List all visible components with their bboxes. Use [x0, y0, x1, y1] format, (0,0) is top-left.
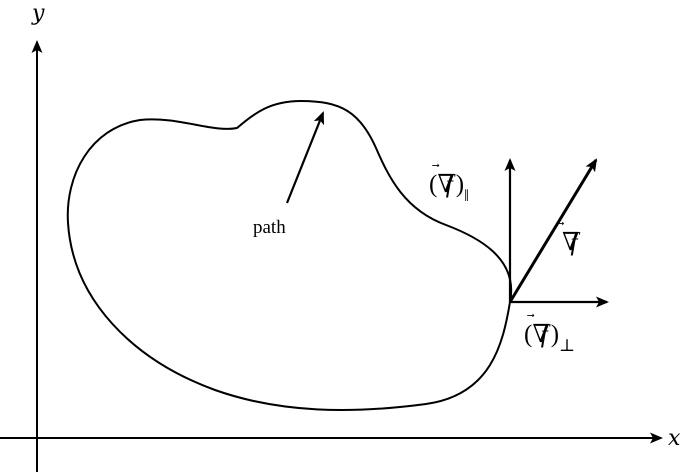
- path-label: path: [253, 217, 286, 238]
- y-axis-label: y: [31, 1, 45, 26]
- path-pointer-arrow: [285, 111, 325, 204]
- closed-path: [66, 99, 513, 412]
- gradient-label: ∇⃗f: [556, 221, 580, 256]
- gradient-vector: [508, 158, 598, 303]
- perpendicular-label: (∇⃗f)⊥: [524, 313, 575, 355]
- parallel-label: (∇⃗f)‖: [429, 163, 469, 205]
- x-axis-label: x: [668, 426, 681, 451]
